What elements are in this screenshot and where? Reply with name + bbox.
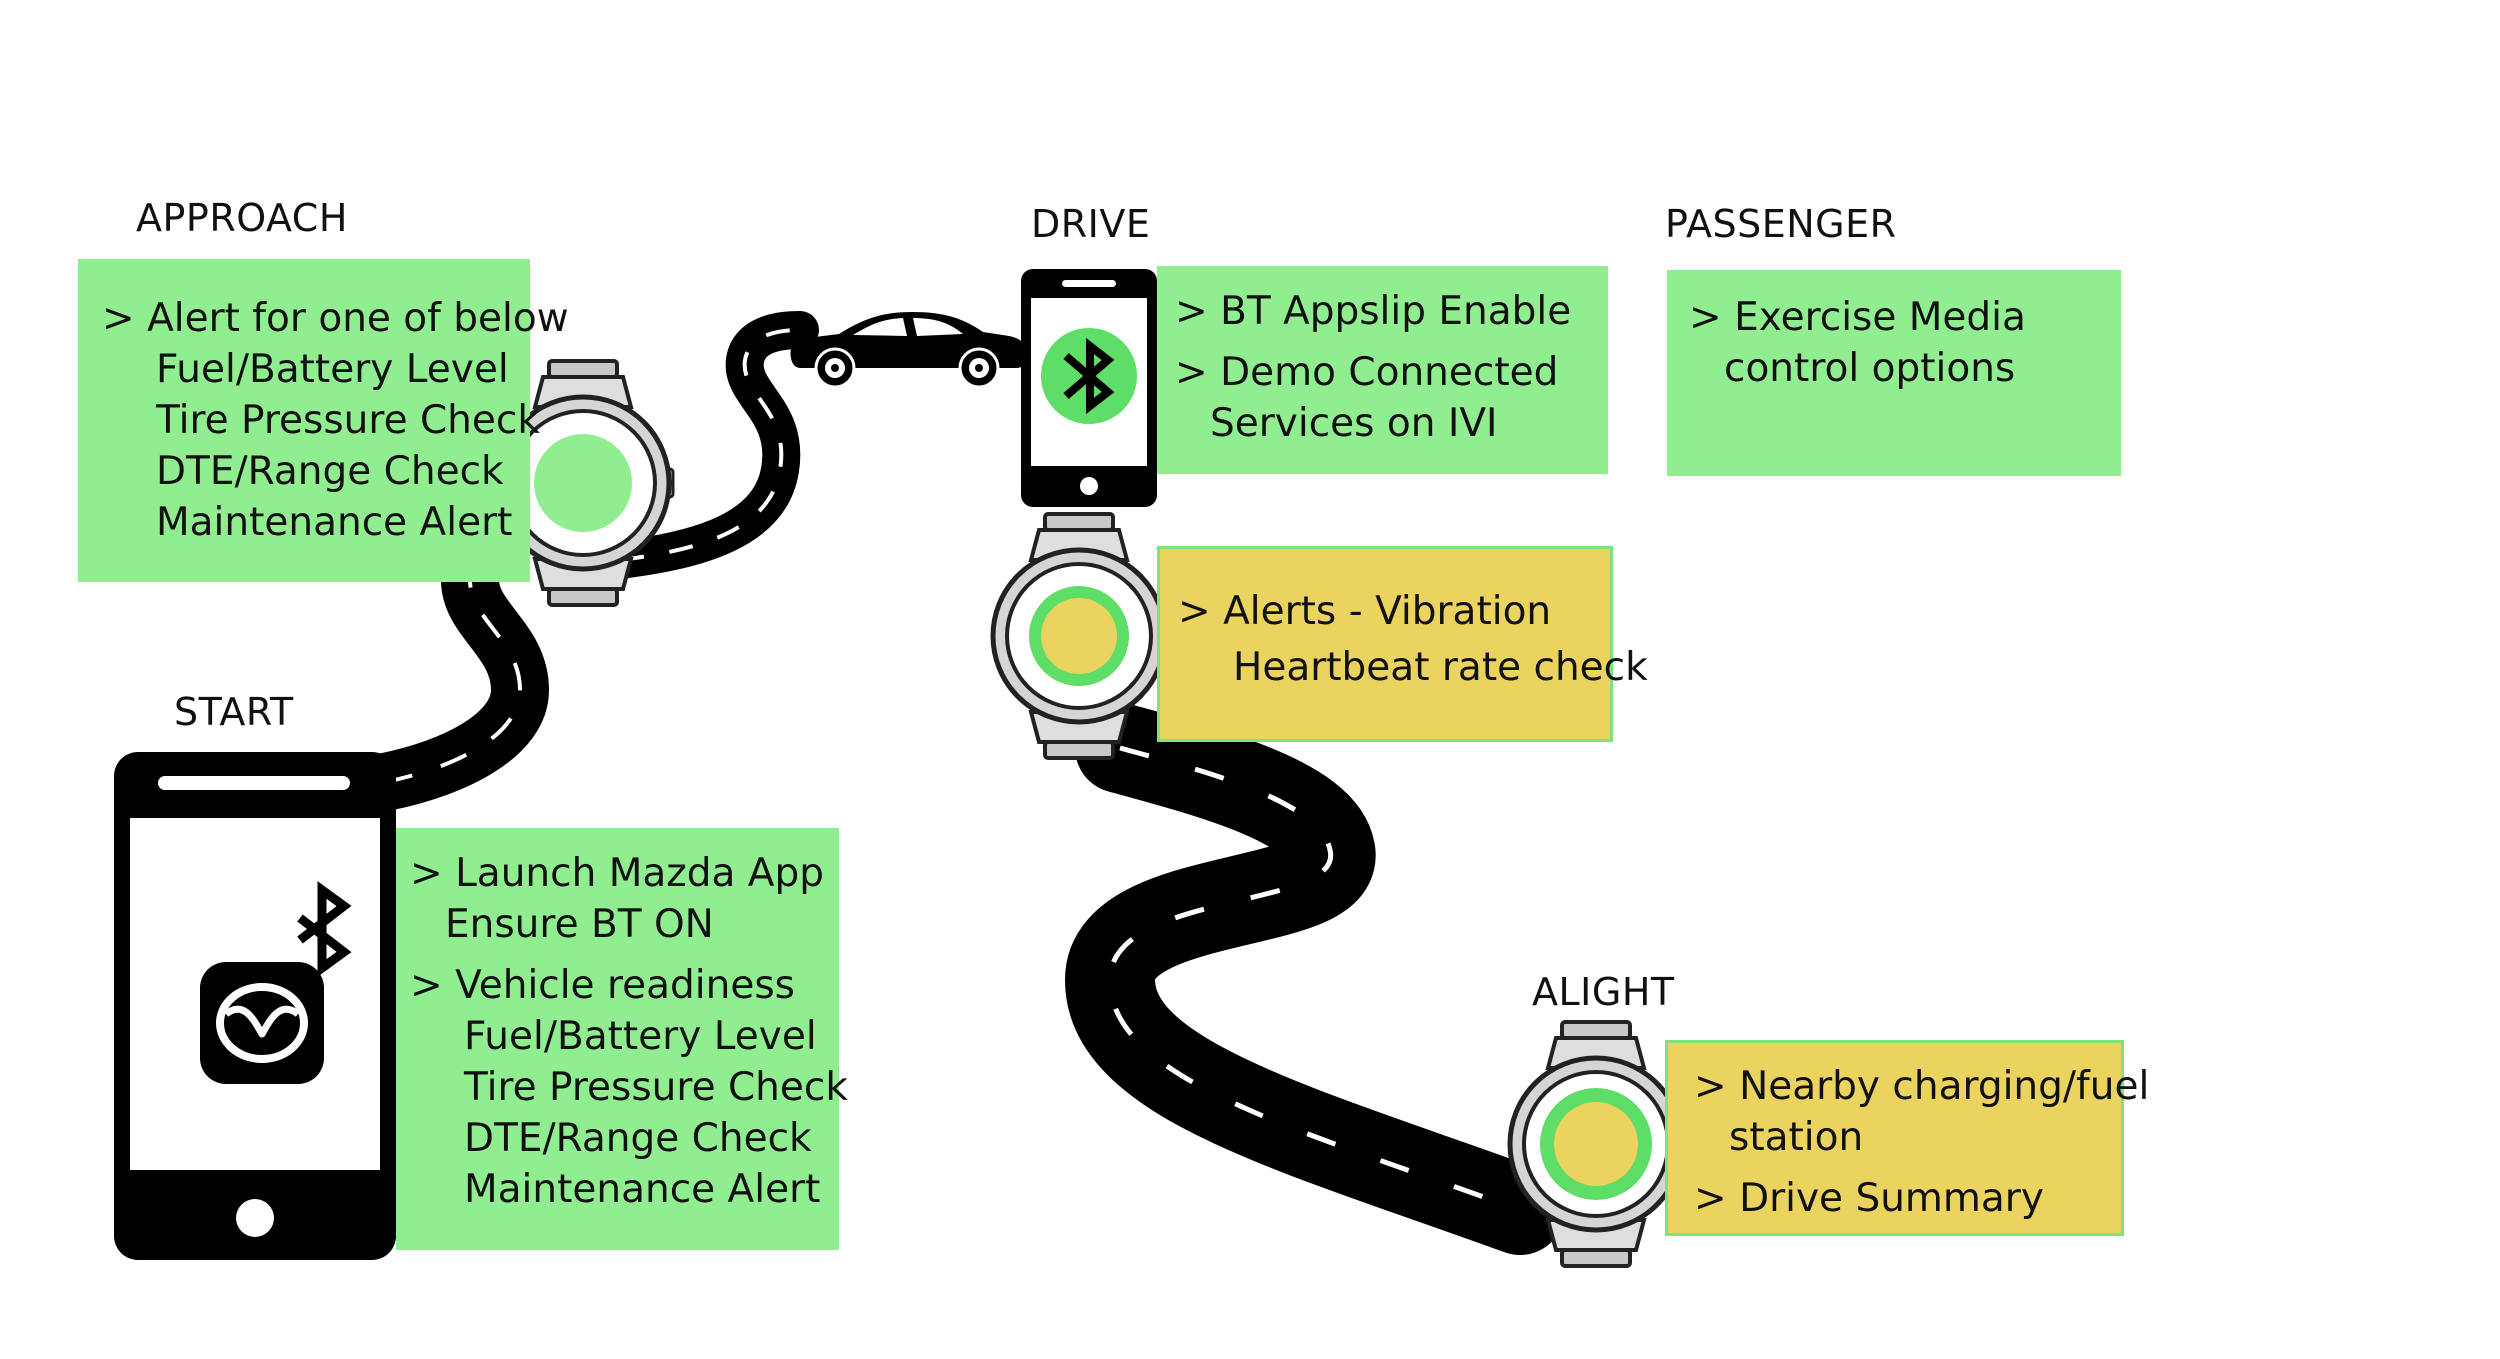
drive-title: DRIVE	[1031, 202, 1151, 246]
bluetooth-icon	[297, 881, 352, 977]
drive-line-3: Services on IVI	[1210, 401, 1498, 446]
alight-line-3: > Drive Summary	[1694, 1176, 2044, 1221]
approach-line-2: Fuel/Battery Level	[156, 347, 509, 392]
mazda-app-icon	[200, 962, 324, 1084]
passenger-line-1: > Exercise Media	[1689, 295, 2026, 340]
start-title: START	[174, 690, 294, 734]
smartwatch-icon	[1510, 1022, 1686, 1266]
drive-watch-line-1: > Alerts - Vibration	[1178, 589, 1552, 634]
start-line-7: Maintenance Alert	[464, 1167, 821, 1212]
drive-watch-alert-box: > Alerts - Vibration Heartbeat rate chec…	[1157, 546, 1648, 742]
start-line-2: Ensure BT ON	[445, 902, 714, 947]
start-info-box: > Launch Mazda App Ensure BT ON > Vehicl…	[396, 828, 848, 1250]
road-approach-to-car	[601, 311, 819, 579]
passenger-title: PASSENGER	[1665, 202, 1897, 246]
smartwatch-icon	[497, 361, 673, 605]
drive-info-box: > BT Appslip Enable > Demo Connected Ser…	[1157, 266, 1608, 474]
smartwatch-icon	[993, 514, 1169, 758]
start-line-3: > Vehicle readiness	[410, 963, 795, 1008]
approach-line-5: Maintenance Alert	[156, 500, 513, 545]
car-icon	[790, 312, 1029, 389]
alight-line-1: > Nearby charging/fuel	[1694, 1064, 2150, 1109]
drive-line-1: > BT Appslip Enable	[1175, 289, 1572, 334]
alight-line-2: station	[1729, 1115, 1864, 1160]
approach-line-4: DTE/Range Check	[156, 449, 504, 494]
start-line-5: Tire Pressure Check	[464, 1065, 848, 1110]
approach-line-1: > Alert for one of below	[102, 296, 569, 341]
alight-info-box: > Nearby charging/fuel station > Drive S…	[1665, 1040, 2150, 1236]
drive-line-2: > Demo Connected	[1175, 350, 1559, 395]
approach-info-box: > Alert for one of below Fuel/Battery Le…	[78, 259, 569, 582]
start-line-1: > Launch Mazda App	[410, 851, 824, 896]
passenger-line-2: control options	[1724, 346, 2016, 391]
approach-line-3: Tire Pressure Check	[156, 398, 540, 443]
drive-watch-line-2: Heartbeat rate check	[1233, 645, 1648, 690]
alight-title: ALIGHT	[1532, 970, 1675, 1014]
start-line-6: DTE/Range Check	[464, 1116, 812, 1161]
bluetooth-icon	[1041, 328, 1137, 424]
passenger-info-box: > Exercise Media control options	[1667, 270, 2121, 476]
start-line-4: Fuel/Battery Level	[464, 1014, 817, 1059]
approach-title: APPROACH	[136, 196, 348, 240]
road-drive-to-alight	[1064, 703, 1565, 1255]
